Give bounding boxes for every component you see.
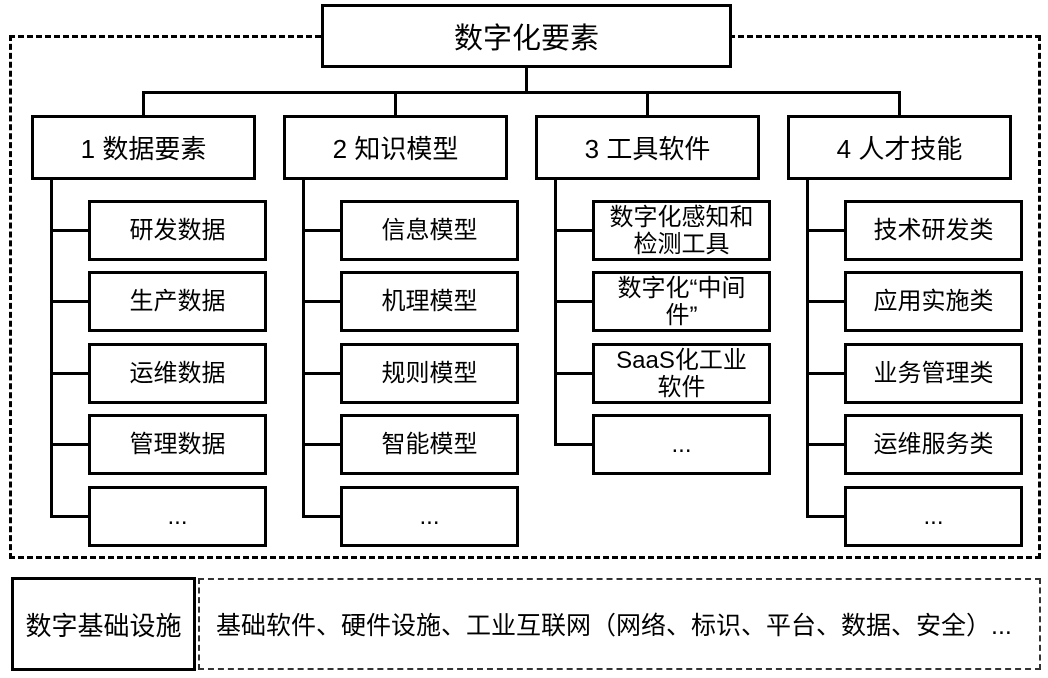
leaf-node: 机理模型 [340,271,519,332]
leaf-node: ... [340,486,519,547]
connector-root-vertical [525,68,528,92]
leaf-stub [806,443,844,446]
leaf-stub [50,372,88,375]
category-node-talent: 4 人才技能 [787,115,1012,180]
leaf-stub [302,443,340,446]
leaf-stub [50,515,88,518]
connector-stub-col1 [142,91,145,115]
leaf-node: 信息模型 [340,200,519,261]
leaf-node: 运维数据 [88,343,267,404]
connector-stub-col2 [394,91,397,115]
root-node: 数字化要素 [321,4,732,68]
spine-col3 [554,180,557,446]
leaf-node: 业务管理类 [844,343,1023,404]
spine-col1 [50,180,53,518]
leaf-node: ... [592,414,771,475]
leaf-node: 生产数据 [88,271,267,332]
leaf-node: 应用实施类 [844,271,1023,332]
category-node-data: 1 数据要素 [31,115,256,180]
leaf-stub [302,372,340,375]
leaf-stub [554,443,592,446]
leaf-stub [302,229,340,232]
leaf-stub [302,300,340,303]
leaf-stub [302,515,340,518]
leaf-node: 运维服务类 [844,414,1023,475]
leaf-stub [50,300,88,303]
leaf-node: 管理数据 [88,414,267,475]
leaf-node: 智能模型 [340,414,519,475]
spine-col4 [806,180,809,518]
leaf-stub [806,372,844,375]
leaf-stub [554,372,592,375]
leaf-node: ... [88,486,267,547]
leaf-node: SaaS化工业 软件 [592,343,771,404]
leaf-node: ... [844,486,1023,547]
leaf-stub [554,300,592,303]
category-node-knowledge: 2 知识模型 [283,115,508,180]
leaf-node: 数字化“中间 件” [592,271,771,332]
leaf-stub [50,229,88,232]
connector-horizontal-main [142,91,901,94]
leaf-stub [806,229,844,232]
leaf-stub [50,443,88,446]
category-node-tools: 3 工具软件 [535,115,760,180]
connector-stub-col3 [646,91,649,115]
infrastructure-description-box: 基础软件、硬件设施、工业互联网（网络、标识、平台、数据、安全）... [198,578,1041,670]
spine-col2 [302,180,305,518]
leaf-node: 规则模型 [340,343,519,404]
infrastructure-label-box: 数字基础设施 [11,577,196,671]
leaf-stub [554,229,592,232]
leaf-node: 数字化感知和 检测工具 [592,200,771,261]
leaf-node: 技术研发类 [844,200,1023,261]
connector-stub-col4 [898,91,901,115]
leaf-node: 研发数据 [88,200,267,261]
leaf-stub [806,515,844,518]
leaf-stub [806,300,844,303]
